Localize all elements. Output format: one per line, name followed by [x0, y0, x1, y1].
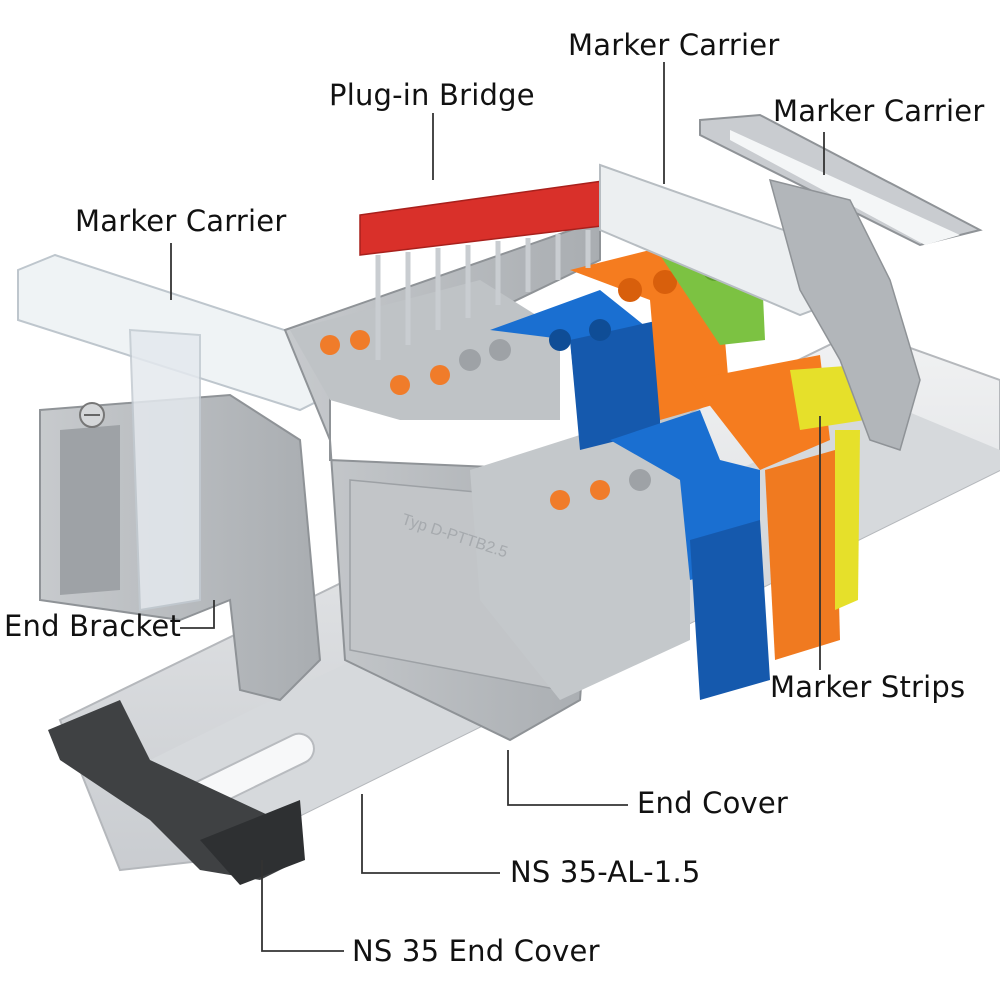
label-marker-carrier-right: Marker Carrier — [773, 94, 985, 128]
label-plug-in-bridge: Plug-in Bridge — [329, 78, 535, 112]
label-rail-end-cover: NS 35 End Cover — [352, 934, 600, 968]
grey-terminals — [290, 280, 690, 700]
leader-rail — [361, 794, 500, 874]
label-marker-strips: Marker Strips — [770, 670, 966, 704]
leader-end-bracket — [180, 600, 215, 629]
label-end-cover: End Cover — [637, 786, 789, 820]
marker-carrier-left — [17, 253, 331, 612]
leader-lines — [170, 62, 825, 952]
blue-terminals — [490, 290, 770, 700]
marker-carrier-right — [699, 113, 983, 451]
label-marker-carrier-left: Marker Carrier — [75, 204, 287, 238]
plug-in-bridge — [359, 179, 611, 360]
label-marker-carrier-top: Marker Carrier — [568, 28, 780, 62]
rail-end-cover — [48, 700, 305, 885]
label-rail: NS 35-AL-1.5 — [510, 855, 701, 889]
label-end-bracket: End Bracket — [4, 609, 182, 643]
leader-end-cover — [507, 750, 628, 806]
leader-rail-end-cover — [261, 860, 344, 952]
